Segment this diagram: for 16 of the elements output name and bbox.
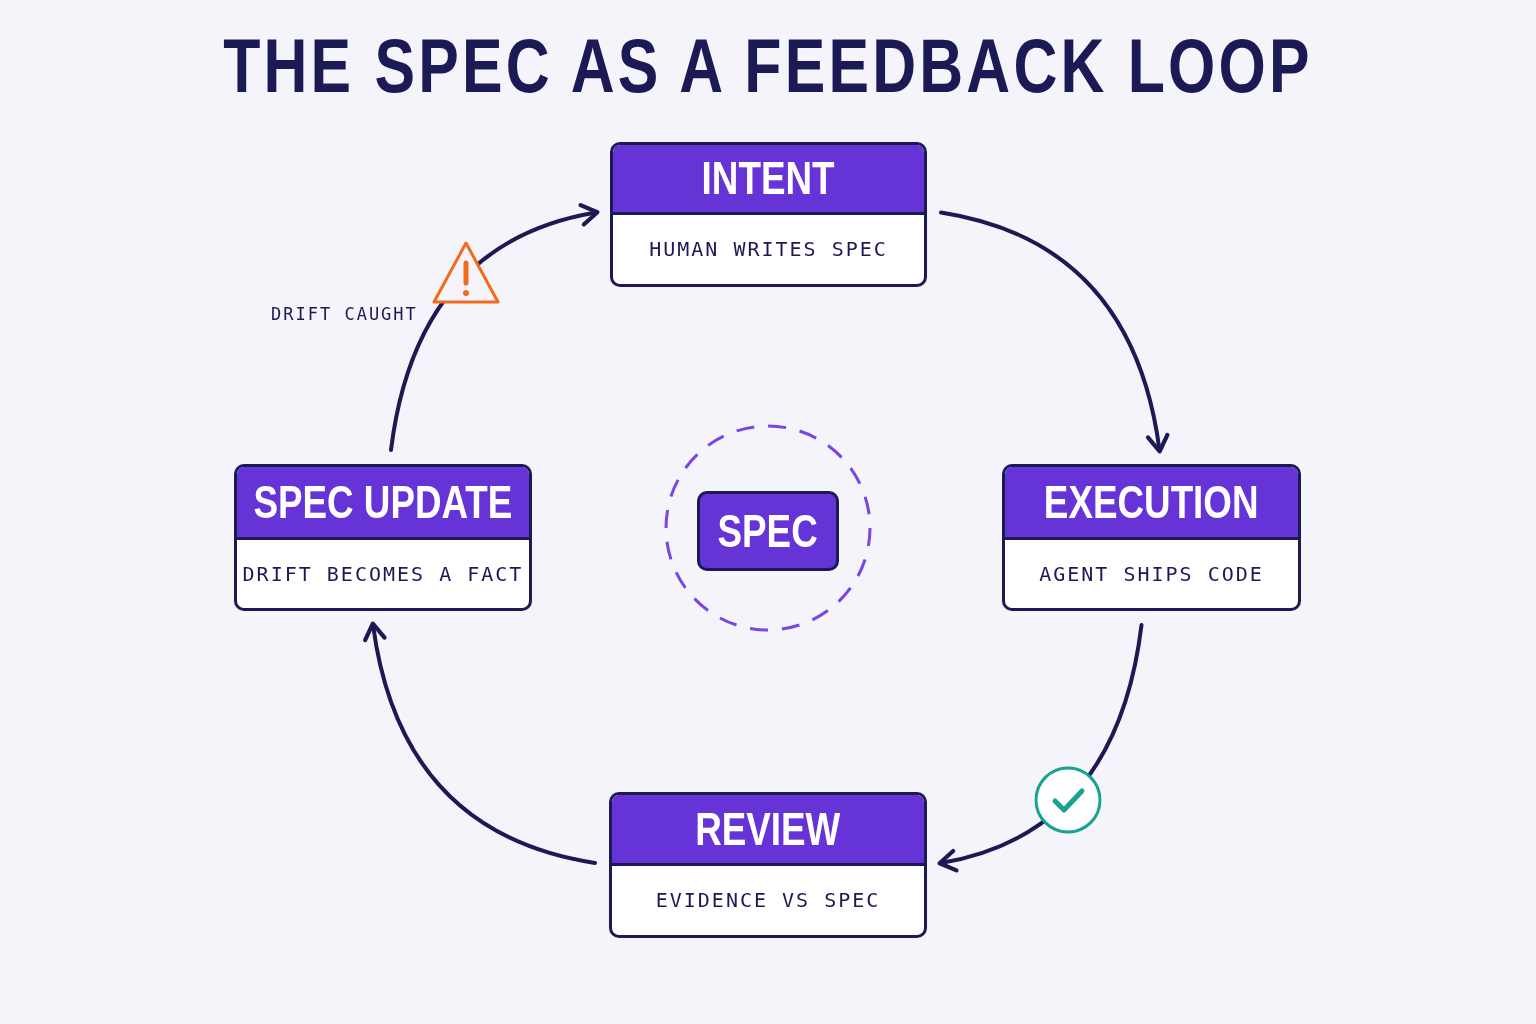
card-header: EXECUTION [1005,467,1298,540]
diagram-title: THE SPEC AS A FEEDBACK LOOP [222,22,1314,109]
card-header: REVIEW [612,795,924,866]
card-text: EVIDENCE VS SPEC [654,887,882,914]
arrow [363,621,597,865]
card-text: HUMAN WRITES SPEC [648,236,889,263]
stage-card [1002,464,1301,611]
arrow [939,210,1169,454]
stage-card [609,792,927,938]
card-header: SPEC UPDATE [237,467,529,540]
card-text: DRIFT BECOMES A FACT [241,561,525,588]
card-header: INTENT [613,145,924,215]
stage-card [610,142,927,287]
stage-card [234,464,532,611]
spec-badge: SPEC [697,491,839,571]
card-text: AGENT SHIPS CODE [1038,561,1265,588]
